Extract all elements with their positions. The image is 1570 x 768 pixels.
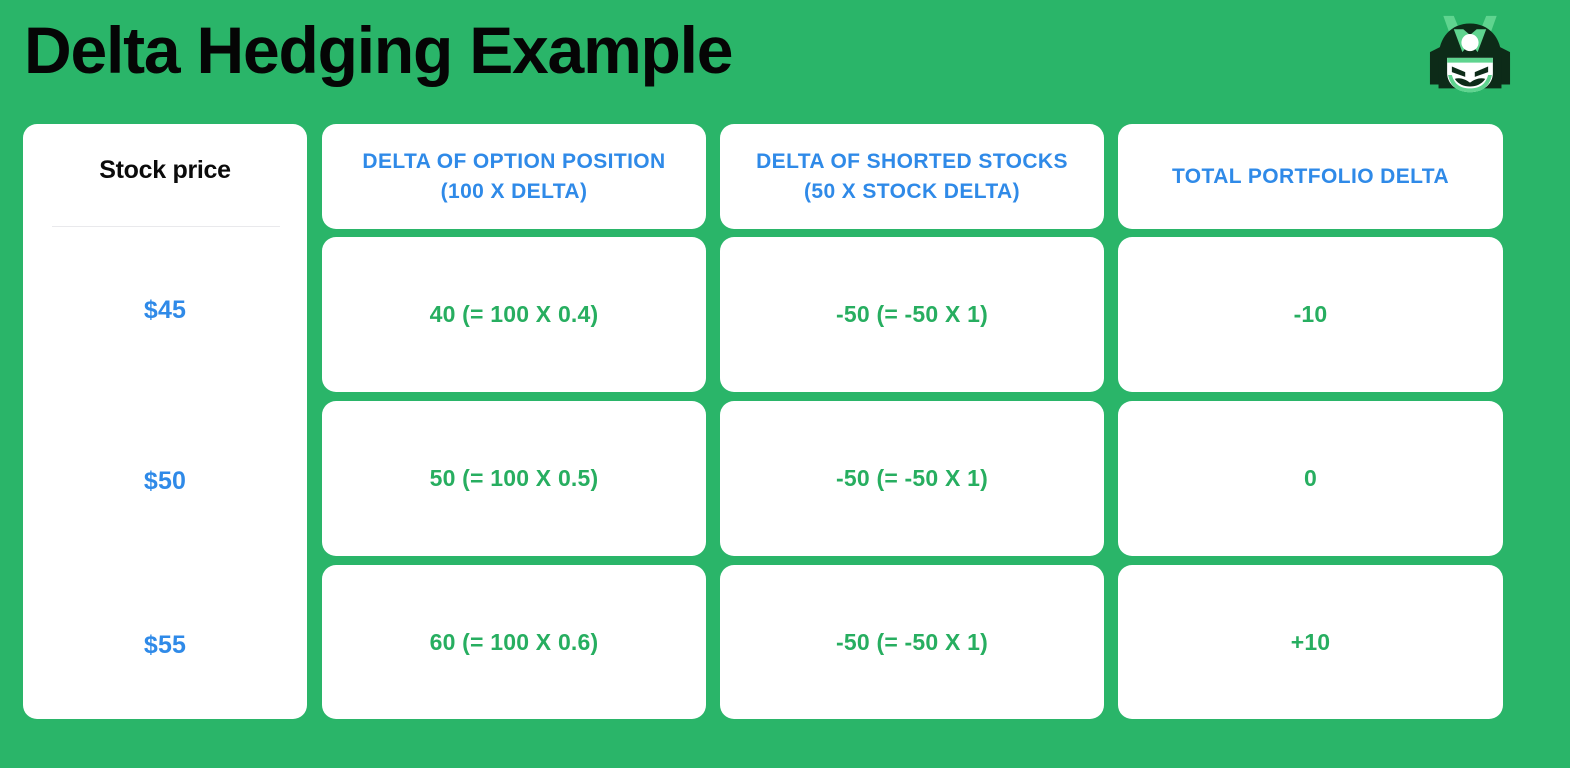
stock-price-cell-0: $45	[143, 295, 187, 324]
table-cell-value: -10	[1293, 301, 1328, 327]
stock-price-cell-1: $50	[143, 466, 187, 495]
stock-price-column: Stock price $45 $50 $55	[23, 124, 307, 719]
stock-price-cell-2: $55	[143, 630, 187, 659]
table-cell-option-delta-0: 40 (= 100 X 0.4)	[322, 237, 706, 392]
column-header-total-delta-label: TOTAL PORTFOLIO DELTA	[1171, 164, 1450, 188]
stock-price-column-header: Stock price	[99, 155, 231, 184]
column-header-shorted-delta-label: DELTA OF SHORTED STOCKS (50 X STOCK DELT…	[756, 149, 1068, 203]
table-cell-total-delta-2: +10	[1118, 565, 1503, 719]
table-cell-total-delta-1: 0	[1118, 401, 1503, 556]
data-grid: DELTA OF OPTION POSITION (100 X DELTA) D…	[322, 124, 1503, 719]
page-title: Delta Hedging Example	[24, 13, 734, 87]
table-cell-value: -50 (= -50 X 1)	[836, 301, 988, 327]
table-cell-value: +10	[1290, 628, 1331, 655]
column-header-shorted-delta: DELTA OF SHORTED STOCKS (50 X STOCK DELT…	[720, 124, 1104, 229]
table-cell-shorted-delta-2: -50 (= -50 X 1)	[720, 565, 1104, 719]
table-cell-option-delta-1: 50 (= 100 X 0.5)	[322, 401, 706, 556]
table-cell-value: 0	[1304, 465, 1317, 491]
table-cell-value: 40 (= 100 X 0.4)	[429, 301, 599, 327]
stock-price-divider	[52, 226, 280, 227]
table-cell-value: -50 (= -50 X 1)	[836, 465, 988, 491]
table-cell-value: -50 (= -50 X 1)	[836, 628, 988, 655]
samurai-helmet-logo	[1422, 14, 1518, 96]
slide-header: Delta Hedging Example	[0, 0, 1570, 120]
table-cell-value: 60 (= 100 X 0.6)	[429, 628, 599, 655]
column-header-option-delta: DELTA OF OPTION POSITION (100 X DELTA)	[322, 124, 706, 229]
column-header-option-delta-label: DELTA OF OPTION POSITION (100 X DELTA)	[362, 149, 666, 203]
delta-hedging-table: Stock price $45 $50 $55 DELTA OF OPTION …	[23, 124, 1503, 719]
table-cell-shorted-delta-0: -50 (= -50 X 1)	[720, 237, 1104, 392]
table-cell-value: 50 (= 100 X 0.5)	[429, 465, 599, 491]
table-cell-option-delta-2: 60 (= 100 X 0.6)	[322, 565, 706, 719]
column-header-total-delta: TOTAL PORTFOLIO DELTA	[1118, 124, 1503, 229]
table-cell-shorted-delta-1: -50 (= -50 X 1)	[720, 401, 1104, 556]
table-cell-total-delta-0: -10	[1118, 237, 1503, 392]
